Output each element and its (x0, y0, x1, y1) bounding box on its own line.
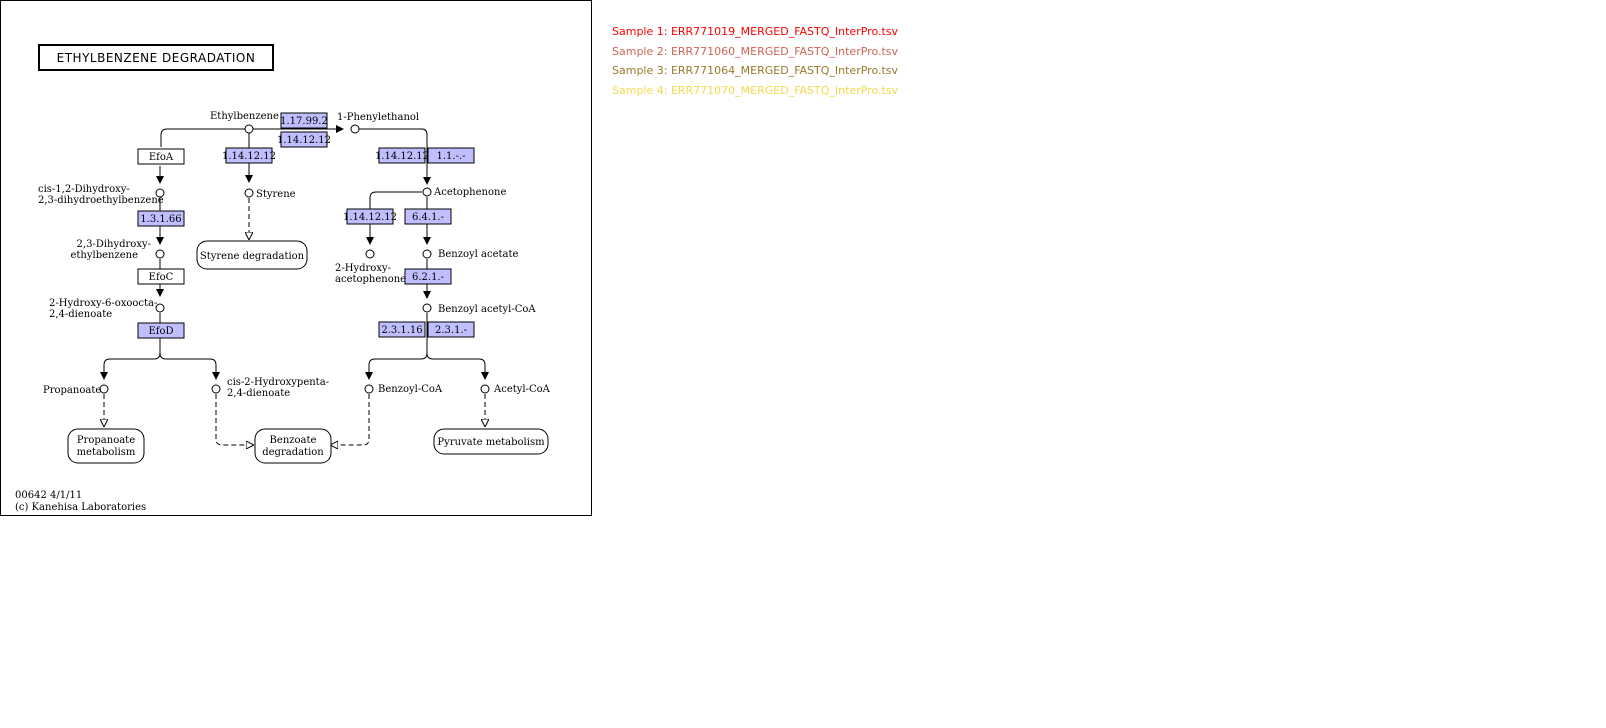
svg-text:1.1.-.-: 1.1.-.- (436, 151, 465, 162)
compound-ethylbenzene[interactable] (244, 124, 254, 134)
label-benzoyl-acetyl-coa: Benzoyl acetyl-CoA (438, 304, 536, 315)
label-ethylbenzene: Ethylbenzene (210, 111, 279, 122)
sample-legend: Sample 1: ERR771019_MERGED_FASTQ_InterPr… (612, 22, 898, 100)
svg-text:Styrene degradation: Styrene degradation (200, 251, 305, 262)
map-footer: 00642 4/1/11 (c) Kanehisa Laboratories (15, 490, 146, 513)
enzyme-1-17-99-2[interactable]: 1.17.99.2 (280, 112, 328, 129)
legend-sample-1: Sample 1: ERR771019_MERGED_FASTQ_InterPr… (612, 25, 899, 38)
svg-text:1.14.12.12: 1.14.12.12 (375, 151, 429, 162)
label-acetyl-coa: Acetyl-CoA (493, 384, 551, 395)
enzyme-boxes: 1.17.99.2 1.14.12.12 EfoA 1.14.12.12 1.1… (137, 112, 475, 339)
svg-text:EfoC: EfoC (149, 272, 174, 283)
map-copyright: (c) Kanehisa Laboratories (15, 502, 146, 513)
compound-benzoyl-acetate[interactable] (422, 249, 432, 259)
svg-text:Benzoate: Benzoate (270, 435, 317, 446)
enzyme-2-3-1-16[interactable]: 2.3.1.16 (378, 321, 426, 338)
enzyme-efoA[interactable]: EfoA (137, 148, 185, 165)
svg-text:2.3.1.16: 2.3.1.16 (381, 325, 422, 336)
label-propanoate: Propanoate (43, 385, 101, 396)
label-1-phenylethanol: 1-Phenylethanol (337, 112, 419, 123)
svg-text:1.14.12.12: 1.14.12.12 (343, 212, 397, 223)
compound-styrene[interactable] (244, 188, 254, 198)
compound-benzoyl-acetyl-coa[interactable] (422, 303, 432, 313)
label-hydroxy-oxo-2: 2,4-dienoate (49, 309, 112, 320)
map-title: ETHYLBENZENE DEGRADATION (57, 51, 256, 65)
map-id-date: 00642 4/1/11 (15, 490, 82, 501)
compound-cis-dihydroxy[interactable] (155, 188, 165, 198)
svg-text:EfoA: EfoA (149, 152, 174, 163)
enzyme-1-1[interactable]: 1.1.-.- (427, 147, 475, 164)
compound-acetophenone[interactable] (422, 187, 432, 197)
label-hydroxyacetophenone-2: acetophenone (335, 274, 406, 285)
kegg-pathway-map: ETHYLBENZENE DEGRADATION (0, 0, 592, 516)
label-hydroxyacetophenone-1: 2-Hydroxy- (335, 263, 391, 274)
pathway-styrene-degradation[interactable]: Styrene degradation (196, 240, 308, 270)
pathway-links (104, 198, 485, 445)
pathway-benzoate-degradation[interactable]: Benzoate degradation (254, 428, 332, 464)
compound-cis-hydroxypenta[interactable] (211, 384, 221, 394)
label-benzoyl-acetate: Benzoyl acetate (438, 249, 519, 260)
compound-dihydroxy-ethylbenzene[interactable] (155, 249, 165, 259)
enzyme-1-14-12-12-top[interactable]: 1.14.12.12 (277, 131, 331, 148)
svg-text:EfoD: EfoD (148, 326, 173, 337)
label-hydroxy-oxo-1: 2-Hydroxy-6-oxoocta- (49, 298, 157, 309)
compound-propanoate[interactable] (99, 384, 109, 394)
label-cis-hydroxypenta-2: 2,4-dienoate (227, 388, 290, 399)
label-acetophenone: Acetophenone (433, 187, 506, 198)
svg-text:6.2.1.-: 6.2.1.- (412, 272, 444, 283)
svg-text:6.4.1.-: 6.4.1.- (412, 212, 444, 223)
enzyme-6-2-1[interactable]: 6.2.1.- (404, 268, 452, 285)
pathway-pyruvate-metabolism[interactable]: Pyruvate metabolism (433, 428, 549, 455)
svg-text:2.3.1.-: 2.3.1.- (435, 325, 467, 336)
pathway-map-boxes: Styrene degradation Propanoate metabolis… (67, 240, 549, 464)
compound-nodes (99, 124, 490, 394)
label-styrene: Styrene (256, 189, 296, 200)
svg-text:Pyruvate metabolism: Pyruvate metabolism (437, 437, 545, 448)
compound-1-phenylethanol[interactable] (350, 124, 360, 134)
svg-text:1.17.99.2: 1.17.99.2 (280, 116, 328, 127)
label-cis-dihydroxy-1: cis-1,2-Dihydroxy- (38, 184, 130, 195)
legend-sample-4: Sample 4: ERR771070_MERGED_FASTQ_InterPr… (612, 83, 899, 97)
pathway-propanoate-metabolism[interactable]: Propanoate metabolism (67, 428, 145, 464)
enzyme-efoD[interactable]: EfoD (137, 322, 185, 339)
map-title-box: ETHYLBENZENE DEGRADATION (38, 44, 274, 71)
svg-text:1.3.1.66: 1.3.1.66 (140, 214, 181, 225)
label-dihydroxy-eb-2: ethylbenzene (70, 250, 138, 261)
enzyme-1-3-1-66[interactable]: 1.3.1.66 (137, 210, 185, 227)
enzyme-1-14-12-12-styrene[interactable]: 1.14.12.12 (222, 147, 276, 164)
enzyme-2-3-1[interactable]: 2.3.1.- (427, 321, 475, 338)
label-dihydroxy-eb-1: 2,3-Dihydroxy- (77, 239, 151, 250)
enzyme-6-4-1[interactable]: 6.4.1.- (404, 208, 452, 225)
compound-labels: Ethylbenzene 1-Phenylethanol Acetophenon… (38, 111, 551, 399)
compound-hydroxy-oxoocta[interactable] (155, 303, 165, 313)
label-cis-hydroxypenta-1: cis-2-Hydroxypenta- (227, 377, 329, 388)
label-benzoyl-coa: Benzoyl-CoA (378, 384, 443, 395)
enzyme-efoC[interactable]: EfoC (137, 268, 185, 285)
svg-text:metabolism: metabolism (77, 447, 136, 458)
enzyme-1-14-12-12-hydroxy[interactable]: 1.14.12.12 (343, 208, 397, 225)
svg-text:1.14.12.12: 1.14.12.12 (222, 151, 276, 162)
legend-sample-3: Sample 3: ERR771064_MERGED_FASTQ_InterPr… (612, 64, 899, 77)
enzyme-1-14-12-12-right[interactable]: 1.14.12.12 (375, 147, 429, 164)
compound-benzoyl-coa[interactable] (364, 384, 374, 394)
compound-acetyl-coa[interactable] (480, 384, 490, 394)
svg-text:degradation: degradation (262, 447, 324, 458)
svg-text:Propanoate: Propanoate (77, 435, 135, 446)
label-cis-dihydroxy-2: 2,3-dihydroethylbenzene (38, 195, 164, 206)
legend-sample-2: Sample 2: ERR771060_MERGED_FASTQ_InterPr… (612, 44, 899, 58)
pathway-diagram: ETHYLBENZENE DEGRADATION (15, 44, 551, 513)
svg-text:1.14.12.12: 1.14.12.12 (277, 135, 331, 146)
compound-2-hydroxyacetophenone[interactable] (365, 249, 375, 259)
